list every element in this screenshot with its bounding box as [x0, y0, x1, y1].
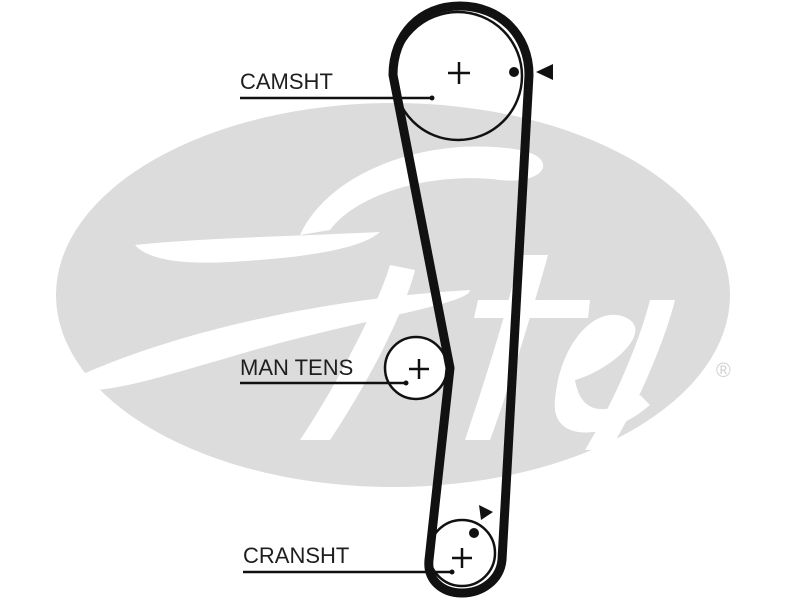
registered-mark: ® [716, 360, 731, 382]
crankshaft-callout: CRANSHT [243, 543, 455, 575]
camshaft-timing-arrow-icon [536, 64, 553, 80]
tensioner-center-cross [409, 359, 429, 379]
crankshaft-timing-arrow-icon [479, 505, 493, 520]
timing-belt [388, 1, 534, 598]
tensioner-label: MAN TENS [240, 355, 353, 380]
crankshaft-center-cross [452, 548, 472, 568]
camshaft-center-cross [448, 62, 470, 84]
tensioner-callout: MAN TENS [240, 355, 409, 386]
camshaft-callout: CAMSHT [240, 69, 435, 101]
gates-logo-watermark: ® [56, 103, 731, 487]
crankshaft-timing-dot [469, 528, 479, 538]
logo-script [60, 146, 675, 450]
crankshaft-label: CRANSHT [243, 543, 349, 568]
camshaft-label: CAMSHT [240, 69, 333, 94]
camshaft-timing-dot [509, 67, 519, 77]
